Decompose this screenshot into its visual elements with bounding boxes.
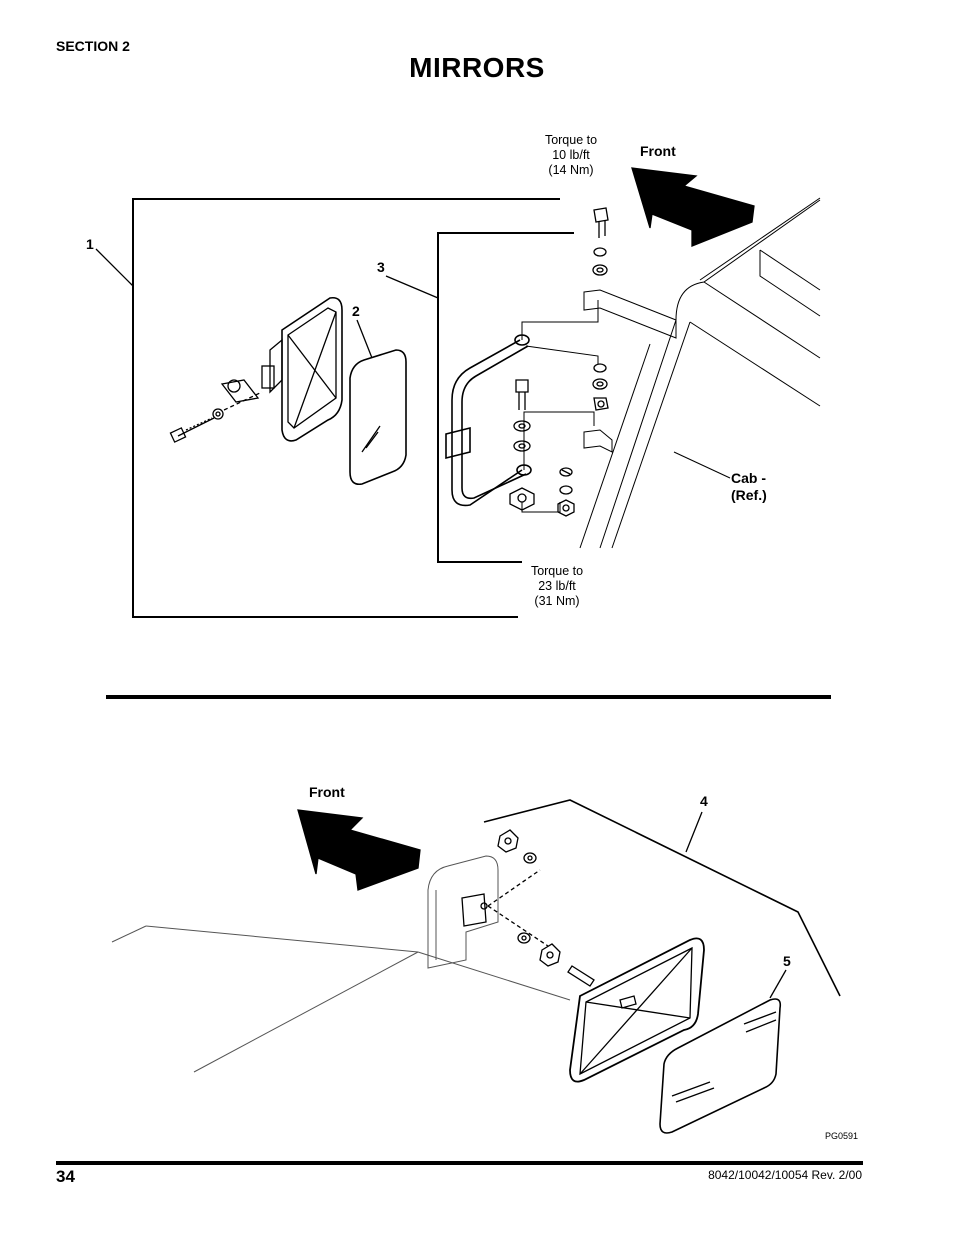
callout-5: 5	[783, 953, 791, 969]
cab-structure	[579, 197, 821, 549]
mirror-bracket-bottom	[461, 829, 595, 987]
hardware-stack-top	[592, 207, 609, 411]
figure-id: PG0591	[825, 1131, 859, 1141]
callout-4: 4	[700, 793, 708, 809]
cab-body-bottom	[111, 855, 571, 1073]
mirror-arm-top	[445, 334, 532, 507]
hardware-stack-center	[509, 379, 535, 511]
callout-bracket-3	[437, 232, 574, 563]
torque-label-bottom: Torque to 23 lb/ft (31 Nm)	[530, 564, 584, 608]
section-label: SECTION 2	[56, 38, 130, 54]
mirror-clamp-top	[169, 379, 263, 443]
front-arrow-bottom	[297, 809, 421, 891]
mirror-glass-bottom	[659, 998, 782, 1134]
mirror-housing-bottom	[569, 937, 705, 1083]
cab-reference-label: Cab - (Ref.)	[731, 470, 767, 503]
front-label-top: Front	[640, 143, 676, 159]
hardware-stack-bottom	[557, 467, 575, 517]
callout-3: 3	[377, 259, 385, 275]
front-label-bottom: Front	[309, 784, 345, 800]
page-title: MIRRORS	[409, 52, 545, 83]
page-number: 34	[56, 1167, 75, 1186]
document-number: 8042/10042/10054 Rev. 2/00	[708, 1168, 862, 1182]
front-arrow-top	[631, 167, 755, 247]
mirror-housing-top	[261, 296, 343, 442]
callout-bracket-4	[483, 799, 841, 997]
mirror-glass-top	[349, 349, 407, 486]
callout-bracket-1	[132, 198, 560, 618]
torque-label-top: Torque to 10 lb/ft (14 Nm)	[544, 133, 598, 177]
callout-2: 2	[352, 303, 360, 319]
callout-1: 1	[86, 236, 94, 252]
